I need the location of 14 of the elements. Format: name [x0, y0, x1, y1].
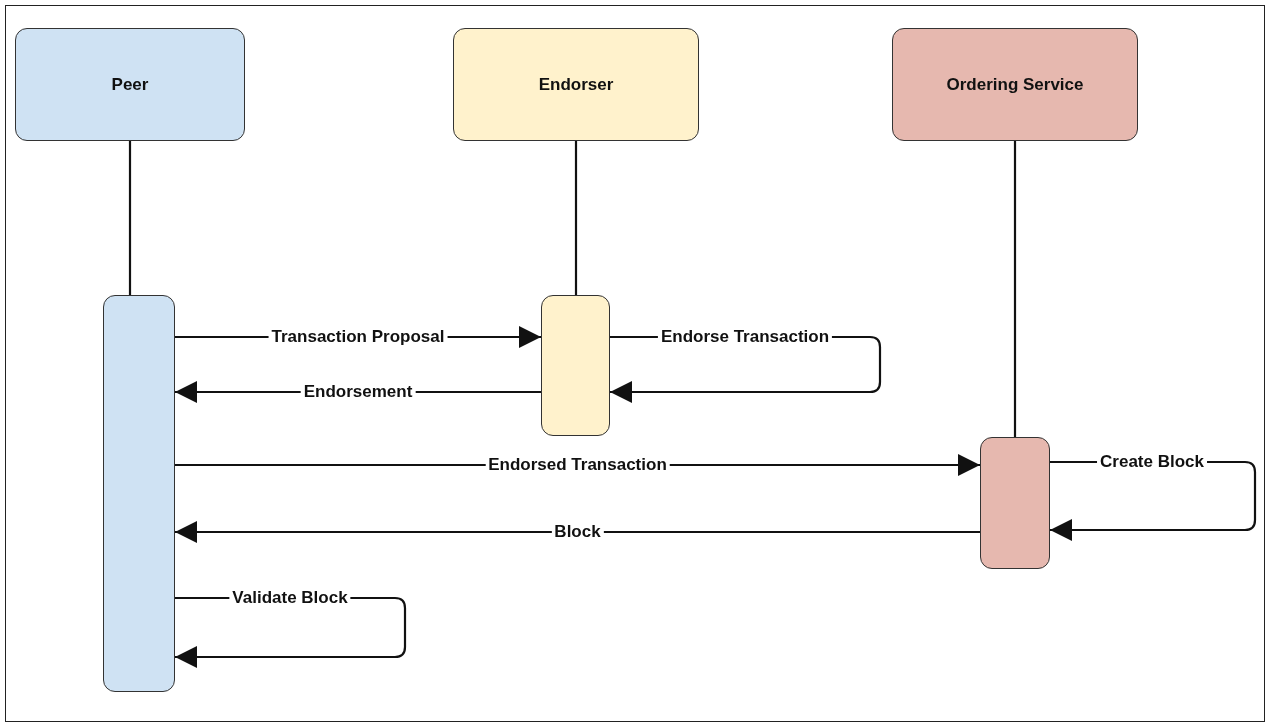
message-arrow	[175, 521, 980, 543]
participant-box	[453, 28, 699, 141]
participant-label: Endorser	[538, 74, 614, 95]
activation-bar	[541, 295, 610, 436]
participant-box	[15, 28, 245, 141]
edge-label: Transaction Proposal	[268, 327, 448, 347]
participant-label: Peer	[111, 74, 149, 95]
lifeline	[128, 141, 132, 295]
lifeline	[1013, 141, 1017, 437]
lifeline	[574, 141, 578, 295]
activation-bar	[103, 295, 175, 692]
activation-bar	[980, 437, 1050, 569]
participant-label: Ordering Service	[946, 74, 1084, 95]
participant-box	[892, 28, 1138, 141]
